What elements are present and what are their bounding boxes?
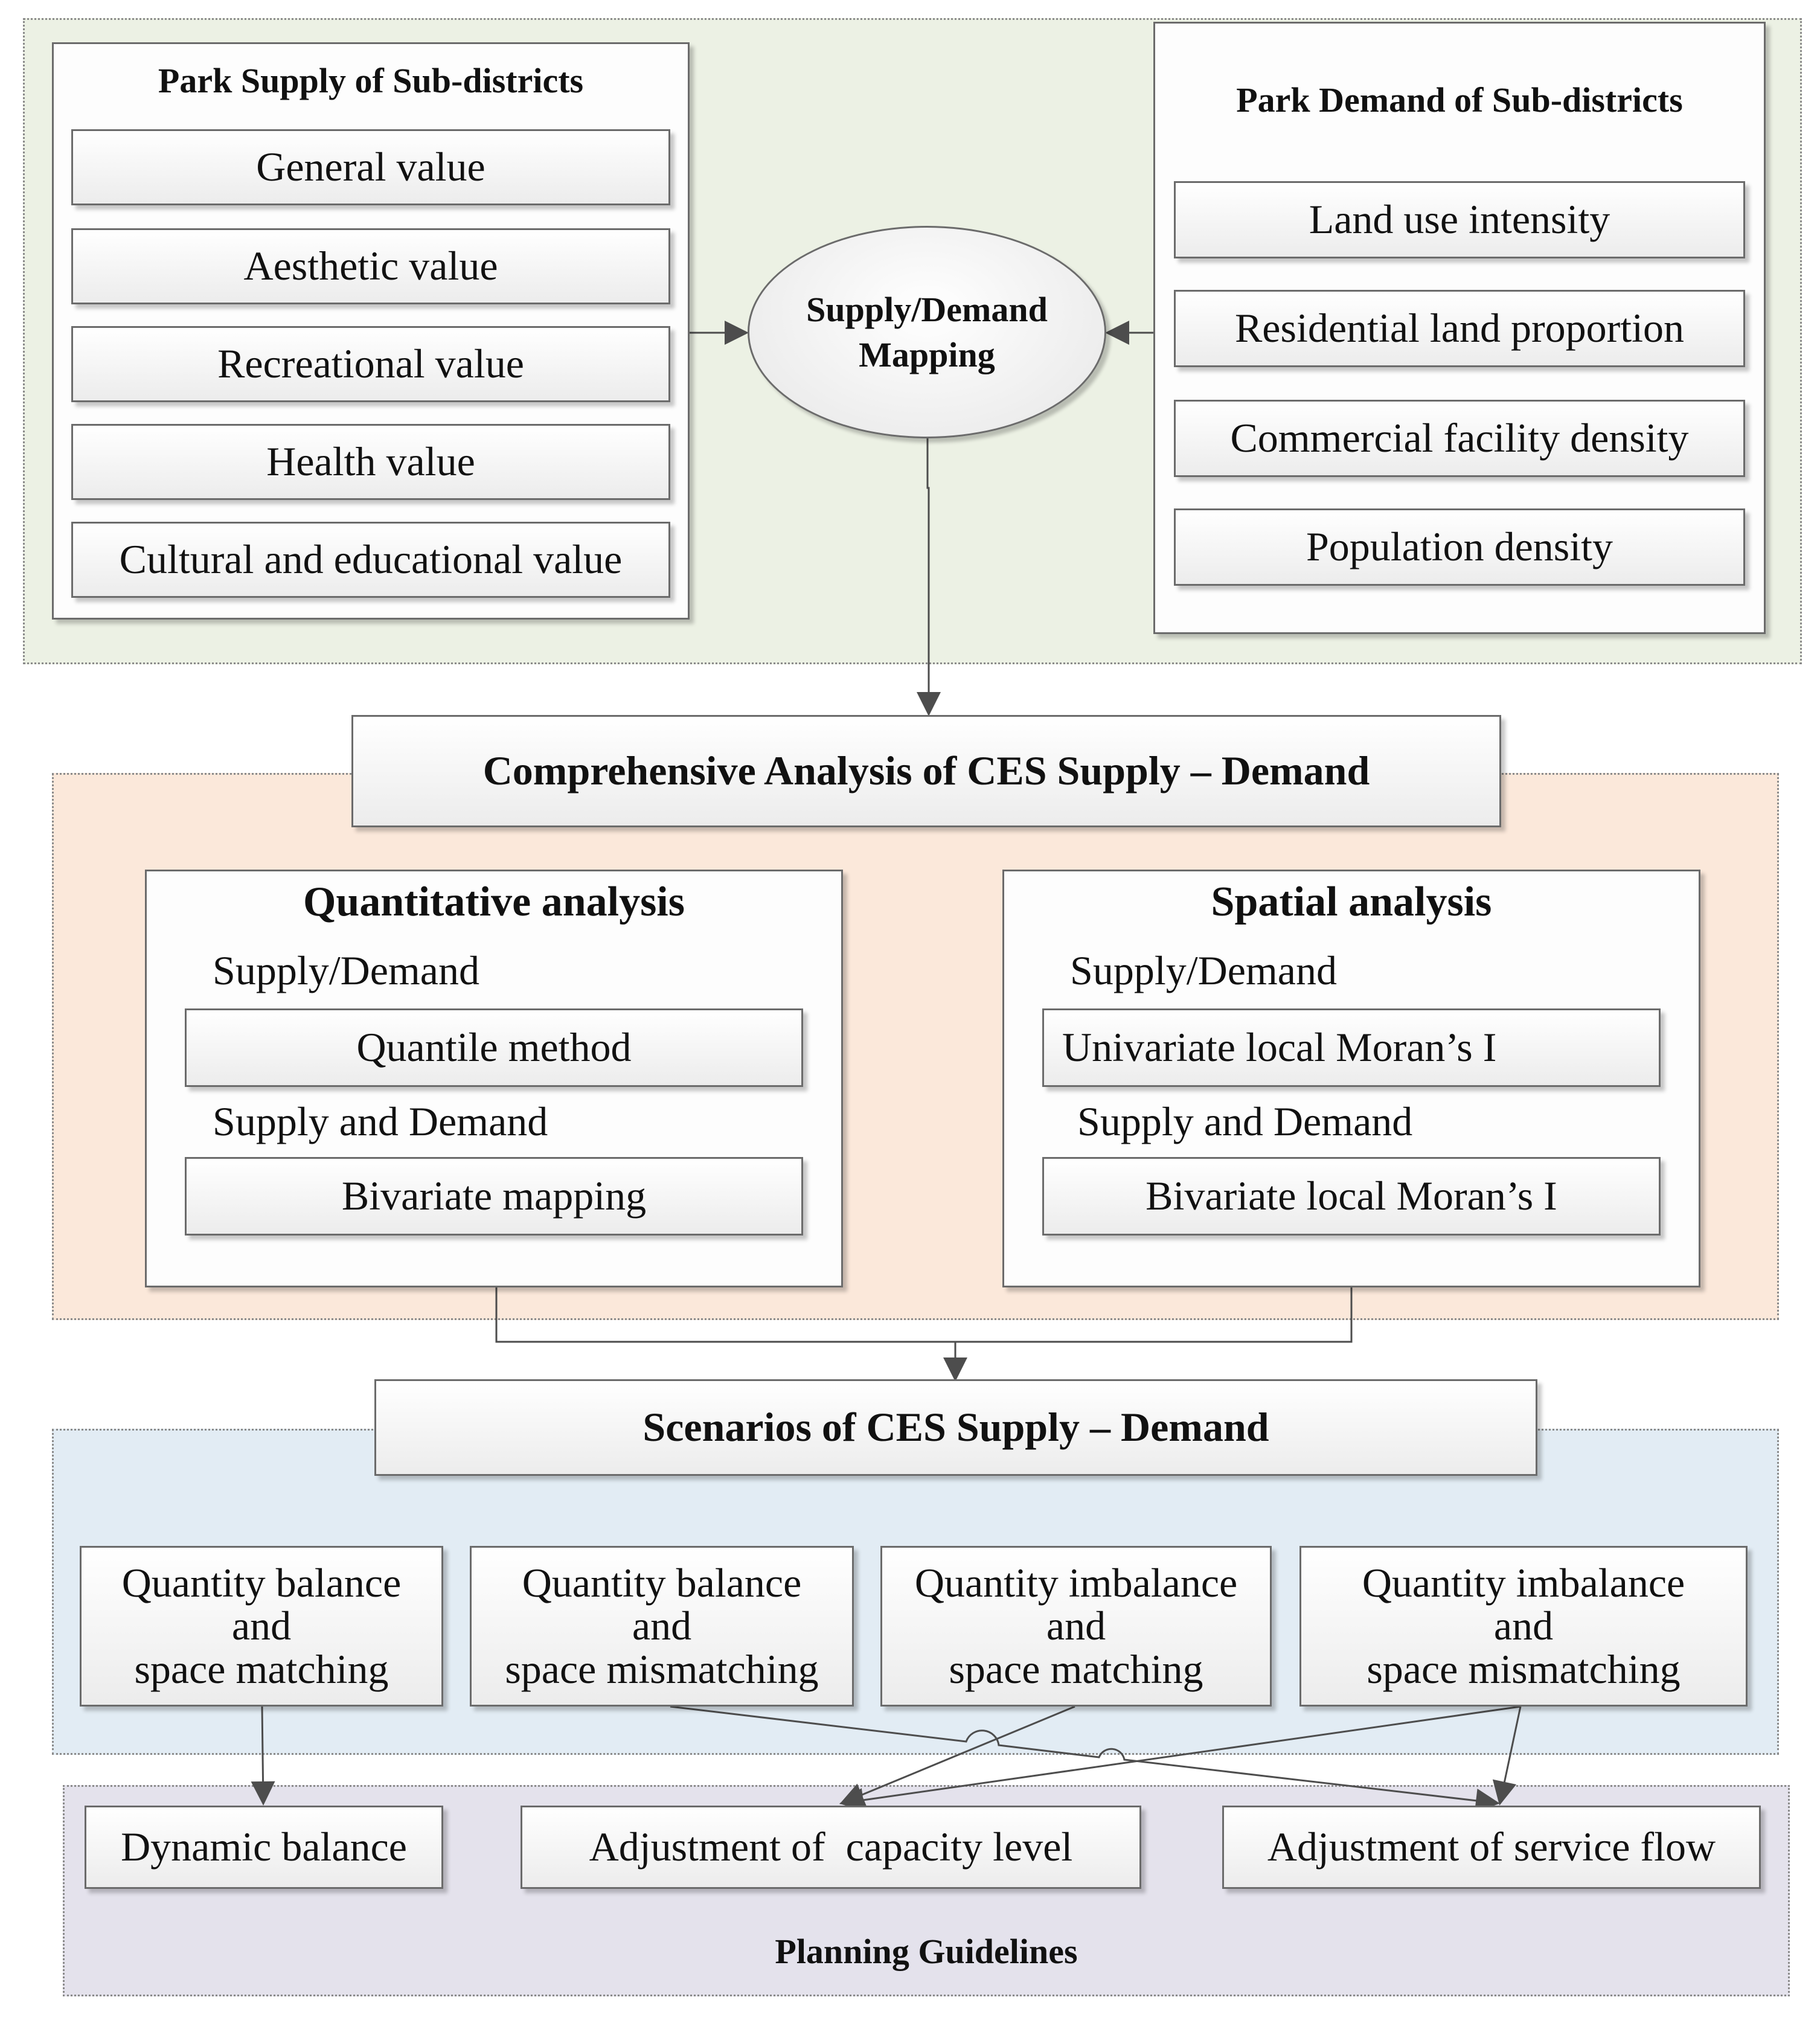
analysis-title-box: Comprehensive Analysis of CES Supply – D… [351, 715, 1501, 827]
univariate-moran-box: Univariate local Moran’s I [1042, 1008, 1661, 1087]
quantitative-label-1: Supply/Demand [213, 947, 479, 993]
scenarios-title-box: Scenarios of CES Supply – Demand [374, 1379, 1537, 1476]
scenario-3-line3: space matching [949, 1646, 1203, 1692]
scenario-4-line1: Quantity imbalance [1362, 1559, 1685, 1606]
scenario-2-line3: space mismatching [505, 1646, 819, 1692]
demand-title: Park Demand of Sub-districts [1236, 80, 1683, 120]
supply-item-recreational: Recreational value [71, 326, 670, 402]
mapping-line2: Mapping [859, 335, 995, 374]
quantitative-label-2: Supply and Demand [213, 1098, 548, 1144]
scenario-3-line1: Quantity imbalance [914, 1559, 1238, 1606]
spatial-title: Spatial analysis [1211, 879, 1492, 925]
connector-quantitative-down [495, 1287, 1353, 1343]
quantitative-title: Quantitative analysis [303, 879, 685, 925]
scenario-2-line2: and [632, 1603, 692, 1649]
arrow-s4-to-service [1492, 1706, 1522, 1806]
scenario-1-box: Quantity balance and space matching [80, 1546, 443, 1707]
supply-item-general: General value [71, 129, 670, 205]
spatial-label-2: Supply and Demand [1077, 1098, 1413, 1144]
supply-item-health: Health value [71, 424, 670, 500]
scenario-3-box: Quantity imbalance and space matching [880, 1546, 1272, 1707]
arrow-s3-to-capacity [839, 1705, 1075, 1806]
guideline-dynamic-balance: Dynamic balance [85, 1806, 443, 1889]
bivariate-mapping-box: Bivariate mapping [185, 1157, 803, 1236]
quantile-method-box: Quantile method [185, 1008, 803, 1087]
demand-item-residential: Residential land proportion [1174, 290, 1745, 367]
supply-title: Park Supply of Sub-districts [158, 61, 584, 100]
scenario-1-line3: space matching [134, 1646, 389, 1692]
spatial-label-1: Supply/Demand [1070, 947, 1337, 993]
supply-demand-mapping-ellipse: Supply/Demand Mapping [748, 226, 1106, 438]
scenario-4-line2: and [1493, 1603, 1554, 1649]
scenario-2-box: Quantity balance and space mismatching [470, 1546, 854, 1707]
scenarios-title: Scenarios of CES Supply – Demand [642, 1404, 1269, 1450]
scenario-2-line1: Quantity balance [522, 1559, 802, 1606]
supply-item-aesthetic: Aesthetic value [71, 228, 670, 304]
supply-item-cultural: Cultural and educational value [71, 522, 670, 598]
demand-item-population: Population density [1174, 508, 1745, 586]
arrow-s1-to-dynamic [251, 1706, 275, 1806]
demand-item-land-use: Land use intensity [1174, 181, 1745, 258]
scenario-4-line3: space mismatching [1367, 1646, 1681, 1692]
guideline-capacity-level: Adjustment of capacity level [521, 1806, 1141, 1889]
demand-item-commercial: Commercial facility density [1174, 400, 1745, 477]
arrow-mapping-to-analysis [917, 438, 941, 716]
guideline-service-flow: Adjustment of service flow [1222, 1806, 1761, 1889]
bivariate-moran-box: Bivariate local Moran’s I [1042, 1157, 1661, 1236]
scenario-4-box: Quantity imbalance and space mismatching [1299, 1546, 1748, 1707]
arrow-s4-to-capacity [839, 1705, 1521, 1812]
scenario-1-line2: and [231, 1603, 292, 1649]
analysis-title: Comprehensive Analysis of CES Supply – D… [482, 748, 1370, 794]
mapping-line1: Supply/Demand [806, 289, 1048, 329]
scenario-1-line1: Quantity balance [121, 1559, 402, 1606]
guidelines-title: Planning Guidelines [775, 1932, 1078, 1971]
scenario-3-line2: and [1046, 1603, 1106, 1649]
arrow-s2-to-service [670, 1705, 1500, 1813]
